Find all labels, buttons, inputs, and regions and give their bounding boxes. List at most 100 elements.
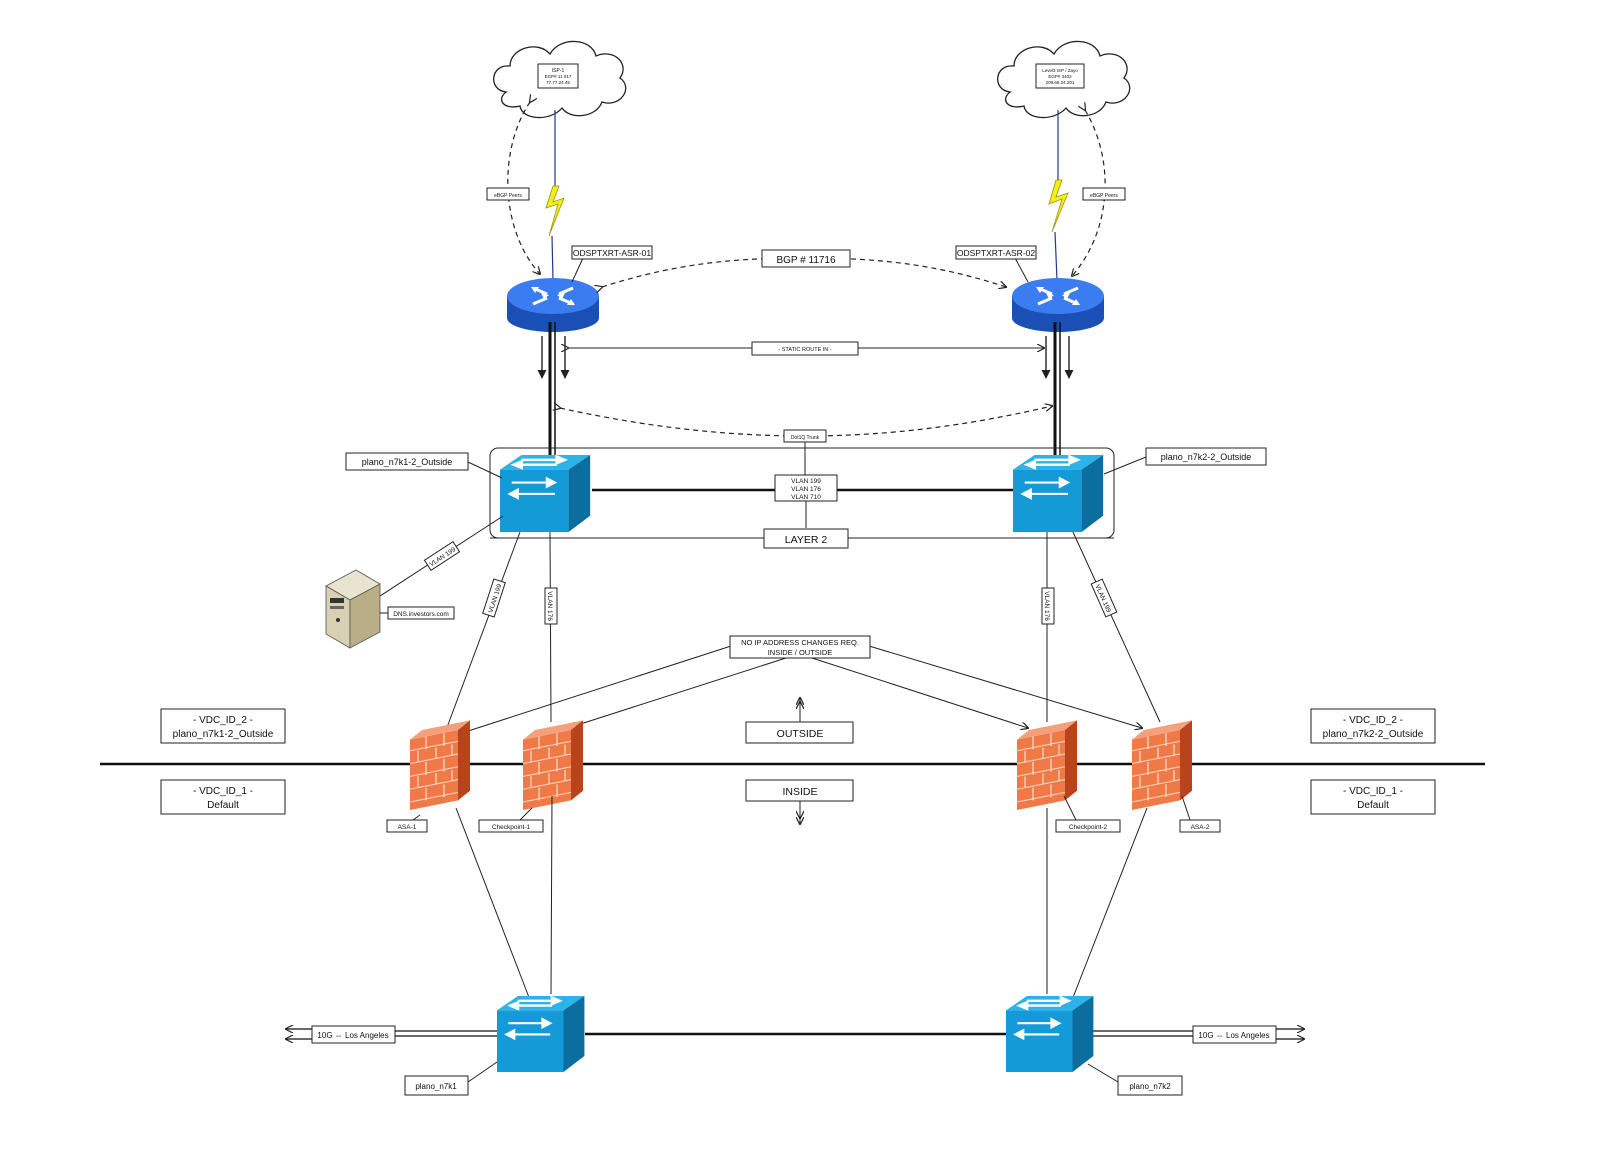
svg-text:Default: Default [207,800,239,811]
svg-text:INSIDE: INSIDE [782,786,817,798]
svg-text:LAYER 2: LAYER 2 [785,534,828,546]
svg-text:ODSPTXRT-ASR-01: ODSPTXRT-ASR-01 [573,248,652,258]
svg-text:eBGP Peers: eBGP Peers [494,193,522,199]
link-asa1-n7k1 [455,807,531,1001]
svg-text:Default: Default [1357,800,1389,811]
switch-outside-n7k2[interactable] [1011,453,1105,534]
svg-text:eBGP Peers: eBGP Peers [1090,193,1118,199]
vlan199-label-right: VLAN 199 [1090,578,1118,618]
vlan-list-label: VLAN 199 VLAN 176 VLAN 710 [774,474,838,502]
cloud-left-asn: EGP# 11 017 [545,74,572,79]
vlan176-label-left: VLAN 176 [544,587,558,625]
firewall-asa-1[interactable] [409,719,471,811]
cloud-left-ip: 77.77.24.45 [546,80,570,85]
isp-cloud-right: Level3 ISP / Zayo EGP# 3402 209.66.24.20… [997,40,1131,119]
n7k1-label: plano_n7k1 [404,1061,498,1096]
dns-server[interactable] [325,569,381,649]
svg-text:VLAN 176: VLAN 176 [546,591,553,621]
sw-outside-1-label: plano_n7k1-2_Outside [345,452,503,479]
link-cp1-n7k1 [550,795,553,995]
dns-label: DNS.investors.com [380,606,455,620]
layer2-label: LAYER 2 [490,528,1114,549]
vlan176-label-right: VLAN 176 [1041,587,1055,625]
cloud-right-asn: EGP# 3402 [1048,74,1072,79]
checkpoint2-label: Checkpoint-2 [1055,795,1121,833]
vlan-list-item: VLAN 199 [791,478,821,485]
svg-text:ASA-2: ASA-2 [1191,824,1210,831]
vdc2-label-right: - VDC_ID_2 - plano_n7k2-2_Outside [1310,708,1436,744]
svg-text:plano_n7k2: plano_n7k2 [1129,1082,1171,1091]
vdc1-label-left: - VDC_ID_1 - Default [160,779,286,815]
svg-text:INSIDE / OUTSIDE: INSIDE / OUTSIDE [768,648,833,657]
la-uplink-left [286,1029,497,1039]
asa2-label: ASA-2 [1179,795,1221,833]
svg-text:ASA-1: ASA-1 [398,824,417,831]
svg-text:VLAN 176: VLAN 176 [1043,591,1050,621]
asa1-label: ASA-1 [386,814,428,833]
ebgp-arc-right [1072,110,1106,276]
la-label-right: 10G ⇔ Los Angeles [1192,1025,1277,1044]
firewall-asa-2[interactable] [1131,719,1193,811]
firewall-checkpoint-1[interactable] [522,719,584,811]
lightning-icon [545,185,565,237]
trunk-right [1041,322,1074,455]
link-sw1-cp1 [549,531,552,723]
svg-text:10G ⇔ Los Angeles: 10G ⇔ Los Angeles [317,1031,388,1040]
n7k2-label: plano_n7k2 [1087,1063,1183,1096]
la-label-left: 10G ⇔ Los Angeles [311,1025,396,1044]
vlan199-label-left: VLAN 199 [482,578,506,618]
svg-text:DNS.investors.com: DNS.investors.com [393,611,449,618]
svg-text:plano_n7k2-2_Outside: plano_n7k2-2_Outside [1161,452,1252,462]
svg-text:10G ⇔ Los Angeles: 10G ⇔ Los Angeles [1198,1031,1269,1040]
svg-text:Checkpoint-1: Checkpoint-1 [492,824,531,831]
static-route-label: - STATIC ROUTE IN - [751,341,859,356]
ebgp-label-left: eBGP Peers [486,187,530,201]
wan-link-left [545,110,565,281]
asr1-label: ODSPTXRT-ASR-01 [571,245,653,283]
cloud-right-ip: 209.66.24.201 [1046,80,1075,85]
svg-text:plano_n7k2-2_Outside: plano_n7k2-2_Outside [1323,729,1424,740]
cloud-right-name: Level3 ISP / Zayo [1042,68,1078,73]
svg-text:plano_n7k1: plano_n7k1 [415,1082,457,1091]
switch-inside-n7k1[interactable] [495,994,586,1074]
checkpoint1-label: Checkpoint-1 [478,807,544,833]
switch-inside-n7k2[interactable] [1004,994,1095,1074]
svg-text:- VDC_ID_1 -: - VDC_ID_1 - [1343,786,1403,797]
svg-text:Checkpoint-2: Checkpoint-2 [1069,824,1108,831]
svg-text:- STATIC ROUTE IN -: - STATIC ROUTE IN - [778,347,831,353]
link-sw2-asa2 [1072,531,1161,723]
ebgp-label-right: eBGP Peers [1082,187,1126,201]
svg-text:NO IP ADDRESS CHANGES REQ.: NO IP ADDRESS CHANGES REQ. [741,638,859,647]
inside-label: INSIDE [745,779,854,824]
svg-text:Dot1Q Trunk: Dot1Q Trunk [791,435,820,441]
svg-text:ODSPTXRT-ASR-02: ODSPTXRT-ASR-02 [957,248,1036,258]
router-asr-02[interactable] [1010,276,1106,334]
firewall-checkpoint-2[interactable] [1016,719,1078,811]
svg-text:- VDC_ID_1 -: - VDC_ID_1 - [193,786,253,797]
asr2-label: ODSPTXRT-ASR-02 [955,245,1037,283]
outside-label: OUTSIDE [745,698,854,744]
vdc1-label-right: - VDC_ID_1 - Default [1310,779,1436,815]
vdc2-label-left: - VDC_ID_2 - plano_n7k1-2_Outside [160,708,286,744]
svg-text:OUTSIDE: OUTSIDE [777,728,824,740]
svg-text:- VDC_ID_2 -: - VDC_ID_2 - [1343,715,1403,726]
vlan-list-item: VLAN 176 [791,486,821,493]
dns-vlan-label: VLAN 199 [423,541,461,571]
link-asa2-n7k2 [1071,807,1148,1001]
link-sw1-asa1 [445,531,521,731]
svg-text:BGP # 11716: BGP # 11716 [776,255,836,266]
switch-outside-n7k1[interactable] [498,453,592,534]
bgp-label: BGP # 11716 [761,249,851,268]
router-asr-01[interactable] [505,276,601,334]
wan-link-right [1048,110,1069,281]
la-uplink-right [1090,1029,1304,1039]
lightning-icon [1048,179,1069,233]
svg-text:plano_n7k1-2_Outside: plano_n7k1-2_Outside [362,457,453,467]
no-ip-change-note: NO IP ADDRESS CHANGES REQ. INSIDE / OUTS… [462,635,1142,733]
sw-outside-2-label: plano_n7k2-2_Outside [1103,447,1267,475]
dot1q-label: Dot1Q Trunk [783,429,827,476]
svg-text:- VDC_ID_2 -: - VDC_ID_2 - [193,715,253,726]
svg-text:plano_n7k1-2_Outside: plano_n7k1-2_Outside [173,729,274,740]
trunk-left [537,322,570,455]
